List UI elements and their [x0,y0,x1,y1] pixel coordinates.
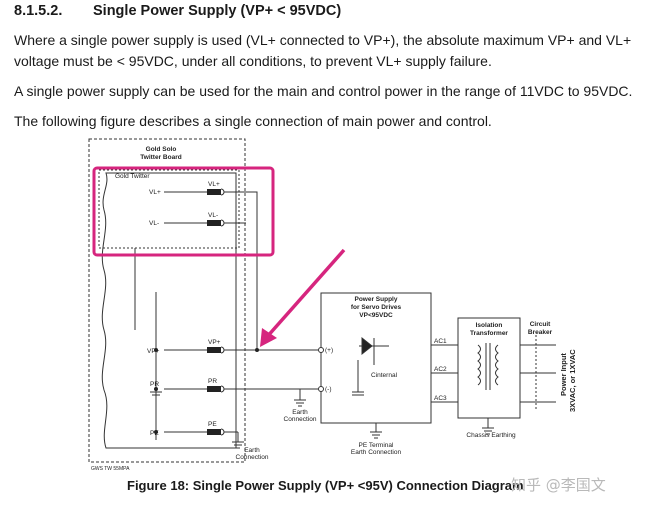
isolation-title-1: Isolation [476,322,503,329]
ac1-label: AC1 [434,338,447,345]
power-input-2: 3XVAC, or 1XVAC [568,349,577,412]
highlight-box [92,166,275,257]
paragraph-1-line-1: Where a single power supply is used (VL+… [14,32,632,48]
paragraph-2: A single power supply can be used for th… [14,83,633,99]
drive-body [101,172,237,449]
inner-dashed-box [98,169,240,249]
pr-pin: PR [208,378,217,385]
psu-title-1: Power Supply [355,296,398,303]
inner-label: Gold Twitter [115,173,150,180]
cinternal-label: Cinternal [371,372,398,379]
earth-1-line2: Connection [284,416,317,423]
highlight-arrowhead [260,328,277,347]
earth-1-line1: Earth [292,409,308,416]
psu-title-2: for Servo Drives [351,304,402,311]
breaker-title-2: Breaker [528,329,553,336]
board-title-2: Twitter Board [140,154,181,161]
highlight-arrow [264,248,346,340]
paragraph-1-line-2: voltage must be < 95VDC, under all condi… [14,53,492,69]
vl-minus-pin: VL- [208,212,218,219]
section-heading: 8.1.5.2. Single Power Supply (VP+ < 95VDC… [14,3,341,19]
earth-2-line2: Connection [236,454,269,461]
section-title: Single Power Supply (VP+ < 95VDC) [93,3,342,19]
power-input-1: Power Input [559,353,568,396]
earth-2-line1: Earth [244,447,260,454]
vl-minus-label: VL- [149,220,159,227]
board-outline [88,138,246,463]
pe-terminal-2: Earth Connection [351,449,402,456]
pr-label: PR [150,381,159,388]
ac3-label: AC3 [434,395,447,402]
section-number: 8.1.5.2. [14,3,63,19]
doc-code: GWS TW 55MPA [91,466,130,472]
vp-plus-label: VP+ [147,348,160,355]
chassis-earthing: Chassis Earthing [466,432,516,439]
psu-title-3: VP<95VDC [359,312,393,319]
minus-terminal: (-) [325,386,332,393]
breaker-title-1: Circuit [530,321,551,328]
vl-plus-label: VL+ [149,189,161,196]
vp-plus-pin: VP+ [208,339,221,346]
board-title-1: Gold Solo [146,146,177,153]
figure-caption: Figure 18: Single Power Supply (VP+ <95V… [127,478,524,493]
ac2-label: AC2 [434,366,447,373]
pe-terminal-1: PE Terminal [359,442,394,449]
pe-pin: PE [208,421,217,428]
pe-label: PE [150,430,159,437]
vl-plus-pin: VL+ [208,181,220,188]
plus-terminal: (+) [325,347,333,354]
watermark: 知乎 @李国文 [511,476,606,494]
isolation-title-2: Transformer [470,330,508,337]
paragraph-3: The following figure describes a single … [14,113,492,129]
